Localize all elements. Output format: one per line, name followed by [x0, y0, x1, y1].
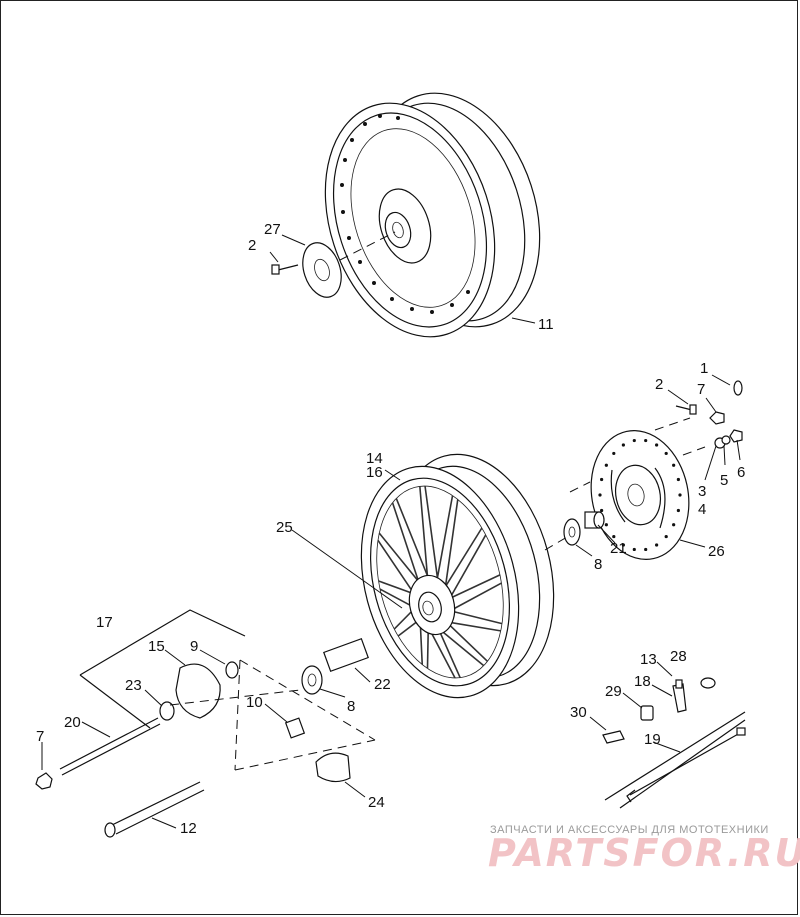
label-11: 11 [538, 316, 554, 333]
bearing-upper [563, 518, 581, 546]
screw-top [271, 264, 299, 275]
spacer-21 [584, 511, 605, 529]
hub-adapter-plate [302, 242, 342, 298]
disc-hole [598, 493, 602, 497]
label-28: 28 [670, 648, 687, 665]
disc-hardware [675, 380, 743, 449]
watermark: ЗАПЧАСТИ И АКСЕССУАРЫ ДЛЯ МОТОТЕХНИКИ PA… [488, 824, 800, 875]
label-15: 15 [148, 638, 165, 655]
disc-hole [612, 451, 616, 456]
disc-hole [664, 451, 668, 456]
wheel-spoke [424, 485, 440, 590]
wheel-spoke [441, 527, 483, 593]
label-24: 24 [368, 794, 385, 811]
label-2-mid: 2 [655, 376, 663, 393]
label-3: 3 [698, 483, 706, 500]
wheel-spoke [434, 495, 454, 588]
watermark-brand: PARTSFOR.RU [488, 831, 800, 875]
label-25: 25 [276, 519, 293, 536]
label-7-mid: 7 [697, 381, 705, 398]
label-1: 1 [700, 360, 708, 377]
wheel-spoke [445, 534, 487, 606]
label-7-low: 7 [36, 728, 44, 745]
label-17: 17 [96, 614, 113, 631]
disc-wheel-assembly [324, 92, 541, 338]
disc-hole [644, 438, 648, 443]
wheel-spoke [391, 502, 423, 593]
label-13: 13 [640, 651, 657, 668]
label-8-mid: 8 [594, 556, 602, 573]
watermark-tagline: ЗАПЧАСТИ И АКСЕССУАРЫ ДЛЯ МОТОТЕХНИКИ [490, 824, 769, 836]
disc-hole [632, 547, 636, 552]
label-18: 18 [634, 673, 651, 690]
label-26: 26 [708, 543, 725, 560]
disc-hole [604, 463, 608, 467]
disc-hole [672, 523, 676, 527]
disc-hole [604, 523, 608, 527]
label-8-low: 8 [347, 698, 355, 715]
disc-hole [672, 463, 676, 467]
label-23: 23 [125, 677, 142, 694]
spoke-and-valve-parts [602, 677, 746, 809]
part-labels: 27 2 11 1 2 7 6 5 3 4 14 16 25 21 26 8 1… [36, 221, 745, 837]
wheel-spoke [443, 499, 459, 597]
label-30: 30 [570, 704, 587, 721]
label-16: 16 [366, 464, 383, 481]
brake-disc [590, 430, 690, 560]
label-4: 4 [698, 501, 706, 518]
label-12: 12 [180, 820, 197, 837]
disc-hole [612, 534, 616, 539]
label-14: 14 [366, 450, 383, 467]
label-10: 10 [246, 694, 263, 711]
label-5: 5 [720, 472, 728, 489]
label-19: 19 [644, 731, 661, 748]
label-21: 21 [610, 540, 627, 557]
disc-hole [676, 508, 680, 513]
leader-lines [41, 374, 741, 829]
label-6: 6 [737, 464, 745, 481]
axle-left-hardware [35, 637, 369, 838]
spoked-wheel-assembly [360, 453, 555, 699]
wheel-spoke [419, 486, 430, 588]
label-20: 20 [64, 714, 81, 731]
disc-hole [655, 543, 659, 547]
disc-hole [621, 543, 625, 547]
label-22: 22 [374, 676, 391, 693]
disc-hole [632, 438, 636, 443]
disc-hole [600, 508, 604, 513]
wheel-spoke [445, 574, 501, 602]
label-29: 29 [605, 683, 622, 700]
disc-hole [678, 493, 682, 497]
wheel-spoke [395, 498, 433, 588]
label-27: 27 [264, 221, 281, 238]
disc-hole [664, 534, 668, 539]
disc-hole [600, 477, 604, 482]
label-2-top: 2 [248, 237, 256, 254]
disc-hole [621, 443, 625, 447]
label-9: 9 [190, 638, 198, 655]
disc-hole [676, 477, 680, 482]
disc-hole [655, 443, 659, 447]
disc-hole [644, 547, 648, 552]
